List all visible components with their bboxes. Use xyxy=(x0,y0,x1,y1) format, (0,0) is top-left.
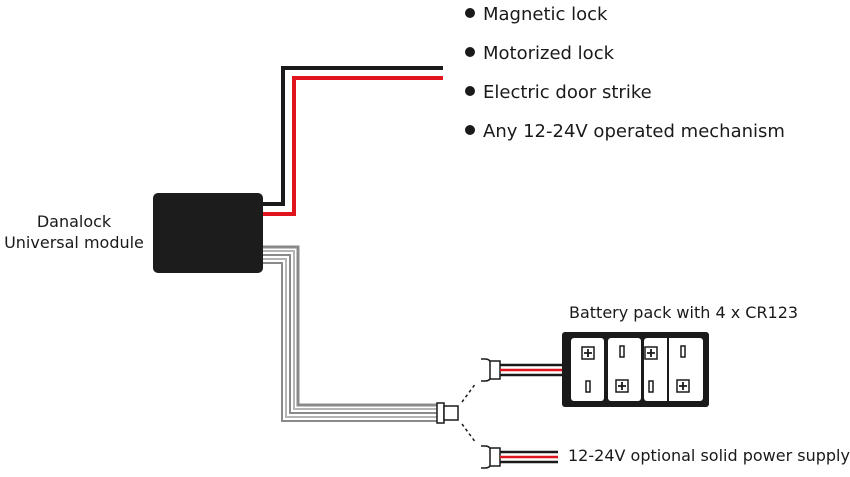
plus-icon xyxy=(676,379,690,393)
plus-icon xyxy=(644,346,658,360)
list-item: Magnetic lock xyxy=(465,4,607,26)
bullet-icon xyxy=(465,86,475,96)
module-label-line2: Universal module xyxy=(4,233,144,252)
bullet-icon xyxy=(465,125,475,135)
module-label-line1: Danalock xyxy=(36,212,112,231)
list-item-label: Electric door strike xyxy=(483,82,652,103)
list-item-label: Any 12-24V operated mechanism xyxy=(483,121,785,142)
battery-connector xyxy=(481,358,562,382)
bullet-icon xyxy=(465,8,475,18)
list-item: Electric door strike xyxy=(465,82,652,104)
minus-icon xyxy=(648,380,654,393)
list-item: Motorized lock xyxy=(465,43,614,65)
module-label: Danalock Universal module xyxy=(0,211,148,253)
power-supply-connector xyxy=(481,445,558,469)
list-item-label: Motorized lock xyxy=(483,43,615,64)
module-box xyxy=(153,193,263,273)
battery-pack xyxy=(562,332,709,407)
input-cable xyxy=(263,245,437,422)
plus-icon xyxy=(581,346,595,360)
output-cable xyxy=(263,66,443,216)
minus-icon xyxy=(585,380,591,393)
splitter-connector xyxy=(436,382,477,444)
list-item-label: Magnetic lock xyxy=(483,4,608,25)
minus-icon xyxy=(680,345,686,358)
battery-pack-label: Battery pack with 4 x CR123 xyxy=(569,303,799,322)
bullet-icon xyxy=(465,47,475,57)
minus-icon xyxy=(619,345,625,358)
power-supply-label: 12-24V optional solid power supply xyxy=(568,446,850,465)
list-item: Any 12-24V operated mechanism xyxy=(465,121,785,143)
plus-icon xyxy=(615,379,629,393)
